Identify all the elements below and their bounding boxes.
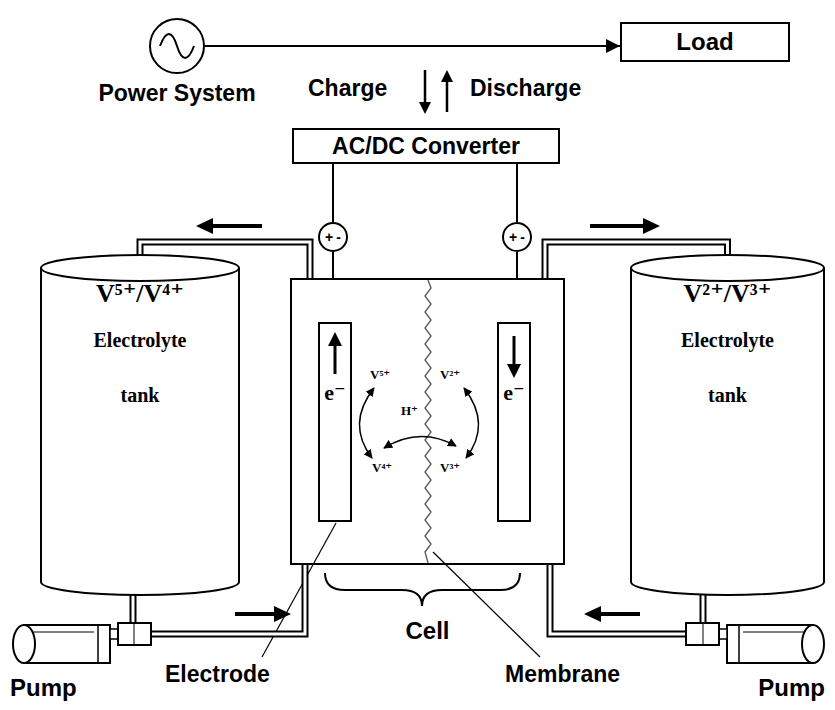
electrode: e⁻ bbox=[497, 322, 531, 522]
pump-label: Pump bbox=[758, 674, 825, 702]
wire-line bbox=[516, 164, 518, 222]
pump-symbol bbox=[10, 622, 152, 666]
load-box: Load bbox=[620, 22, 790, 62]
pipe-bore bbox=[132, 594, 135, 622]
ion-label: V⁵⁺ bbox=[370, 368, 390, 382]
ion-label: V²⁺ bbox=[440, 368, 460, 382]
wire-line bbox=[516, 252, 518, 278]
callout-label: Membrane bbox=[505, 662, 620, 687]
flow-arrow bbox=[196, 218, 262, 234]
source-label: Power System bbox=[98, 80, 255, 107]
power-wire bbox=[333, 252, 334, 278]
electrolyte-pipe bbox=[703, 594, 704, 622]
electron-label: e⁻ bbox=[320, 382, 350, 404]
pump-symbol bbox=[685, 622, 827, 666]
mode-label: Charge bbox=[308, 76, 387, 101]
ion-label: V³⁺ bbox=[440, 461, 460, 475]
discharge-arrow bbox=[441, 70, 453, 112]
polarity-sign: + bbox=[325, 230, 333, 244]
ac-symbol bbox=[151, 20, 203, 72]
tank-title: Electrolyte tank bbox=[663, 313, 793, 423]
power-wire bbox=[517, 252, 518, 278]
wire-line bbox=[332, 252, 334, 278]
electrolyte-tank: V⁵⁺/V⁴⁺ Electrolyte tank bbox=[40, 254, 240, 596]
tank-title: Electrolyte tank bbox=[75, 313, 205, 423]
tank-species: V²⁺/V³⁺ bbox=[684, 278, 772, 309]
tank-species: V⁵⁺/V⁴⁺ bbox=[96, 278, 184, 309]
electrolyte-tank: V²⁺/V³⁺ Electrolyte tank bbox=[630, 254, 825, 596]
power-source: Power System bbox=[149, 18, 205, 74]
ion-label: V⁴⁺ bbox=[372, 461, 392, 475]
electron-arrow bbox=[499, 324, 529, 520]
callout-label: Electrode bbox=[165, 662, 270, 687]
charge-arrow bbox=[419, 70, 431, 114]
cell-label: Cell bbox=[405, 617, 449, 645]
terminal-symbol: +- bbox=[318, 222, 348, 252]
flow-arrow bbox=[590, 218, 660, 234]
ion-label: H⁺ bbox=[401, 404, 418, 418]
wire-line bbox=[205, 45, 620, 47]
mode-label: Discharge bbox=[470, 76, 581, 101]
pipe-wall bbox=[130, 594, 137, 622]
polarity-sign: + bbox=[509, 230, 517, 244]
pump: Pump bbox=[10, 622, 152, 666]
cell-brace bbox=[325, 573, 520, 606]
pipe-wall bbox=[700, 594, 707, 622]
electron-arrow bbox=[320, 324, 350, 520]
membrane-line bbox=[425, 280, 431, 563]
pipe-bore bbox=[702, 594, 705, 622]
power-wire bbox=[517, 164, 518, 222]
power-wire bbox=[205, 46, 620, 47]
reaction-arrow bbox=[359, 388, 374, 458]
electrode: e⁻ bbox=[318, 322, 352, 522]
electron-label: e⁻ bbox=[499, 382, 529, 404]
reaction-arrow bbox=[464, 388, 479, 458]
cell-box: e⁻e⁻Cell bbox=[290, 278, 565, 565]
electrolyte-pipe bbox=[133, 594, 134, 622]
wire-line bbox=[332, 164, 334, 222]
proton-arrow bbox=[384, 436, 456, 448]
pump: Pump bbox=[685, 622, 827, 666]
polarity-sign: - bbox=[336, 230, 341, 244]
box-title: AC/DC Converter bbox=[332, 133, 520, 160]
terminal-symbol: +- bbox=[502, 222, 532, 252]
polarity-sign: - bbox=[520, 230, 525, 244]
box-title: Load bbox=[676, 28, 733, 56]
power-wire bbox=[333, 164, 334, 222]
converter-box: AC/DC Converter bbox=[292, 128, 560, 164]
flow-arrow bbox=[584, 606, 640, 622]
pump-label: Pump bbox=[10, 674, 77, 702]
